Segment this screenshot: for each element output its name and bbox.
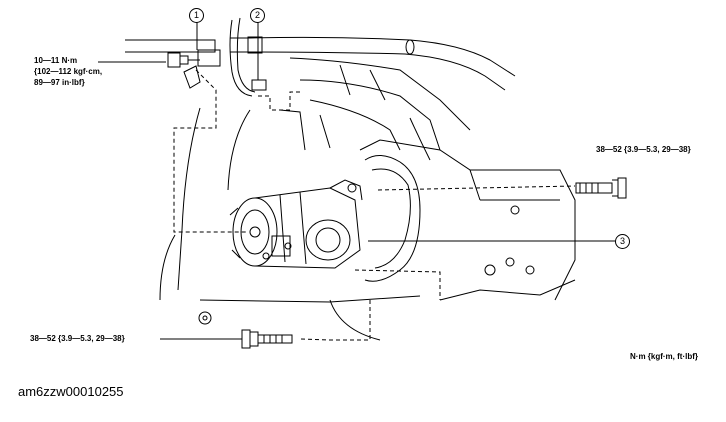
engine-block-outline	[159, 57, 576, 341]
wiring-harness	[125, 17, 516, 97]
torque-label-terminal-nut-line2: {102—112 kgf·cm,	[34, 67, 103, 76]
figure-id-caption: am6zzw00010255	[18, 384, 124, 399]
leader-lines	[98, 22, 615, 340]
torque-label-terminal-nut-line1: 10—11 N·m	[34, 56, 78, 65]
starter-motor	[229, 179, 363, 269]
starter-installation-diagram	[98, 17, 627, 349]
callout-2: 2	[250, 8, 265, 23]
bolt-lower	[241, 329, 293, 349]
terminal-nut	[167, 49, 221, 89]
transmission-housing	[364, 155, 520, 282]
connector	[251, 79, 267, 91]
torque-label-lower-bolt: 38—52 {3.9—5.3, 29—38}	[30, 334, 125, 343]
bolt-upper	[575, 177, 627, 199]
callout-3: 3	[615, 234, 630, 249]
alignment-lines	[173, 69, 576, 341]
torque-label-terminal-nut-line3: 89—97 in·lbf}	[34, 78, 85, 87]
callout-1: 1	[189, 8, 204, 23]
torque-units-legend: N·m {kgf·m, ft·lbf}	[630, 352, 698, 361]
torque-label-upper-bolt: 38—52 {3.9—5.3, 29—38}	[596, 145, 691, 154]
